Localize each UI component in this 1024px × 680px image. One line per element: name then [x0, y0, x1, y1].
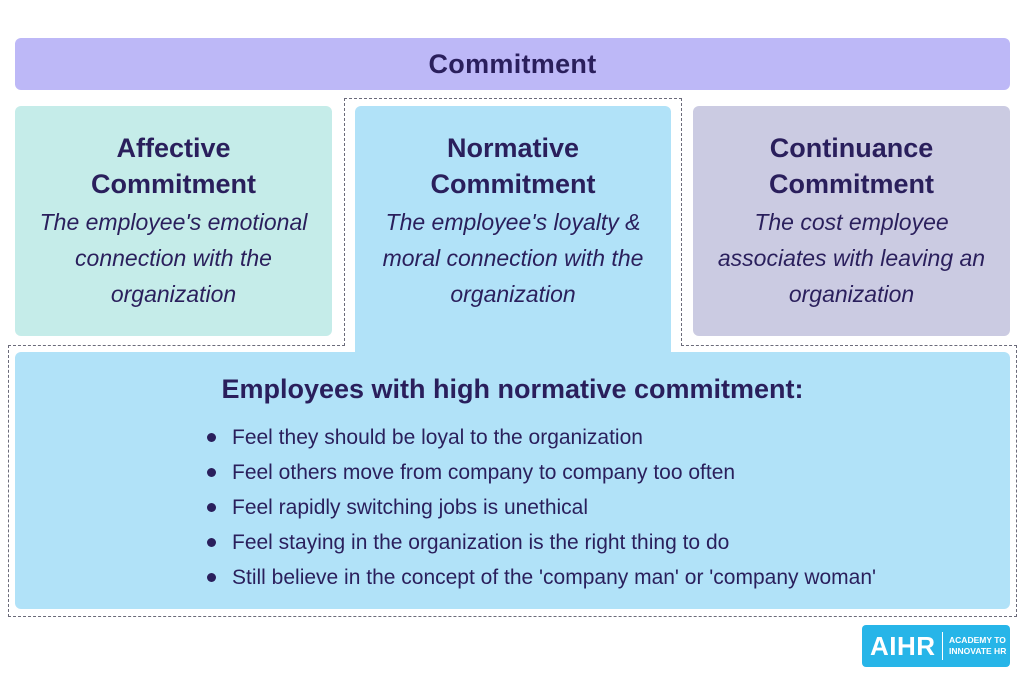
- list-item-text: Feel they should be loyal to the organiz…: [232, 425, 643, 449]
- bullet-icon: [207, 433, 216, 442]
- normative-traits-list: Feel they should be loyal to the organiz…: [207, 420, 876, 595]
- list-item: Feel staying in the organization is the …: [207, 525, 876, 560]
- normative-detail-panel: Employees with high normative commitment…: [15, 352, 1010, 609]
- bullet-icon: [207, 573, 216, 582]
- highlight-dashed-outline-right: [681, 345, 1017, 347]
- affective-commitment-description: The employee's emotional connection with…: [39, 209, 308, 307]
- list-item-text: Feel staying in the organization is the …: [232, 530, 730, 554]
- list-item-text: Feel others move from company to company…: [232, 460, 736, 484]
- normative-commitment-title: Normative Commitment: [430, 133, 596, 199]
- continuance-commitment-description: The cost employee associates with leavin…: [717, 209, 986, 307]
- list-item: Feel others move from company to company…: [207, 455, 876, 490]
- continuance-commitment-card: Continuance Commitment The cost employee…: [693, 106, 1010, 336]
- bullet-icon: [207, 503, 216, 512]
- normative-commitment-description: The employee's loyalty & moral connectio…: [382, 209, 644, 307]
- affective-commitment-card: Affective Commitment The employee's emot…: [15, 106, 332, 336]
- logo-tagline: ACADEMY TO INNOVATE HR: [949, 635, 1007, 656]
- aihr-logo: AIHR ACADEMY TO INNOVATE HR: [862, 625, 1010, 667]
- list-item-text: Still believe in the concept of the 'com…: [232, 565, 877, 589]
- affective-commitment-title: Affective Commitment: [90, 133, 256, 199]
- bullet-icon: [207, 538, 216, 547]
- continuance-commitment-title: Continuance Commitment: [768, 133, 934, 199]
- list-item: Feel rapidly switching jobs is unethical: [207, 490, 876, 525]
- list-item-text: Feel rapidly switching jobs is unethical: [232, 495, 589, 519]
- normative-commitment-card: Normative Commitment The employee's loya…: [355, 106, 671, 352]
- normative-detail-title: Employees with high normative commitment…: [221, 374, 804, 404]
- bullet-icon: [207, 468, 216, 477]
- highlight-dashed-outline-left: [8, 345, 345, 347]
- commitment-banner: Commitment: [15, 38, 1010, 90]
- list-item: Feel they should be loyal to the organiz…: [207, 420, 876, 455]
- highlight-dashed-outline-top: [344, 98, 682, 346]
- list-item: Still believe in the concept of the 'com…: [207, 560, 876, 595]
- logo-mark: AIHR: [870, 630, 936, 661]
- commitment-title: Commitment: [428, 48, 597, 79]
- logo-divider: [941, 632, 944, 660]
- highlight-dashed-outline-bottom: [8, 345, 1017, 617]
